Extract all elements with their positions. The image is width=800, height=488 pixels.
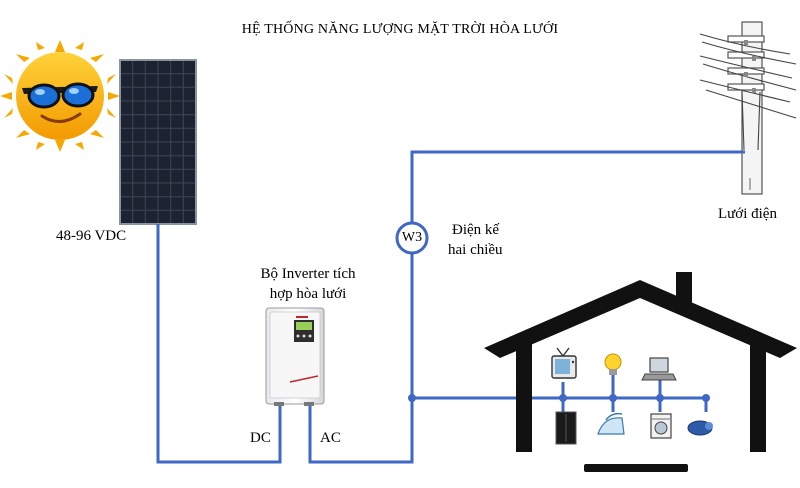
diagram-title: HỆ THỐNG NĂNG LƯỢNG MẶT TRỜI HÒA LƯỚI — [241, 22, 559, 37]
washing-machine-icon — [650, 413, 672, 439]
solar-panel-icon — [119, 59, 197, 225]
iron-icon — [597, 412, 625, 435]
grid-wire — [410, 150, 745, 222]
sun-with-sunglasses-icon — [0, 40, 120, 152]
meter-symbol: W3 — [401, 230, 423, 245]
bidirectional-meter-icon — [395, 221, 429, 255]
bus-nodes — [408, 394, 710, 402]
panel-voltage-label: 48-96 VDC — [56, 228, 127, 244]
dc-label: DC — [250, 430, 271, 446]
meter-label-line1: Điện kế — [452, 222, 500, 238]
inverter-label-line1: Bộ Inverter tích — [260, 266, 356, 282]
meter-label-line2: hai chiều — [448, 242, 503, 258]
inverter-icon — [265, 307, 325, 406]
vacuum-icon — [687, 420, 713, 436]
ac-wire — [308, 252, 414, 464]
dc-wire — [156, 224, 282, 464]
wiring — [156, 150, 745, 464]
lamp-icon — [604, 353, 622, 375]
grid-label: Lưới điện — [718, 206, 777, 222]
utility-pole-icon — [699, 21, 797, 195]
inverter-label-line2: hợp hòa lưới — [269, 286, 347, 302]
ac-label: AC — [320, 430, 341, 446]
refrigerator-icon — [555, 411, 577, 445]
tv-icon — [551, 347, 577, 379]
laptop-icon — [641, 357, 677, 381]
house-outline — [484, 272, 797, 472]
